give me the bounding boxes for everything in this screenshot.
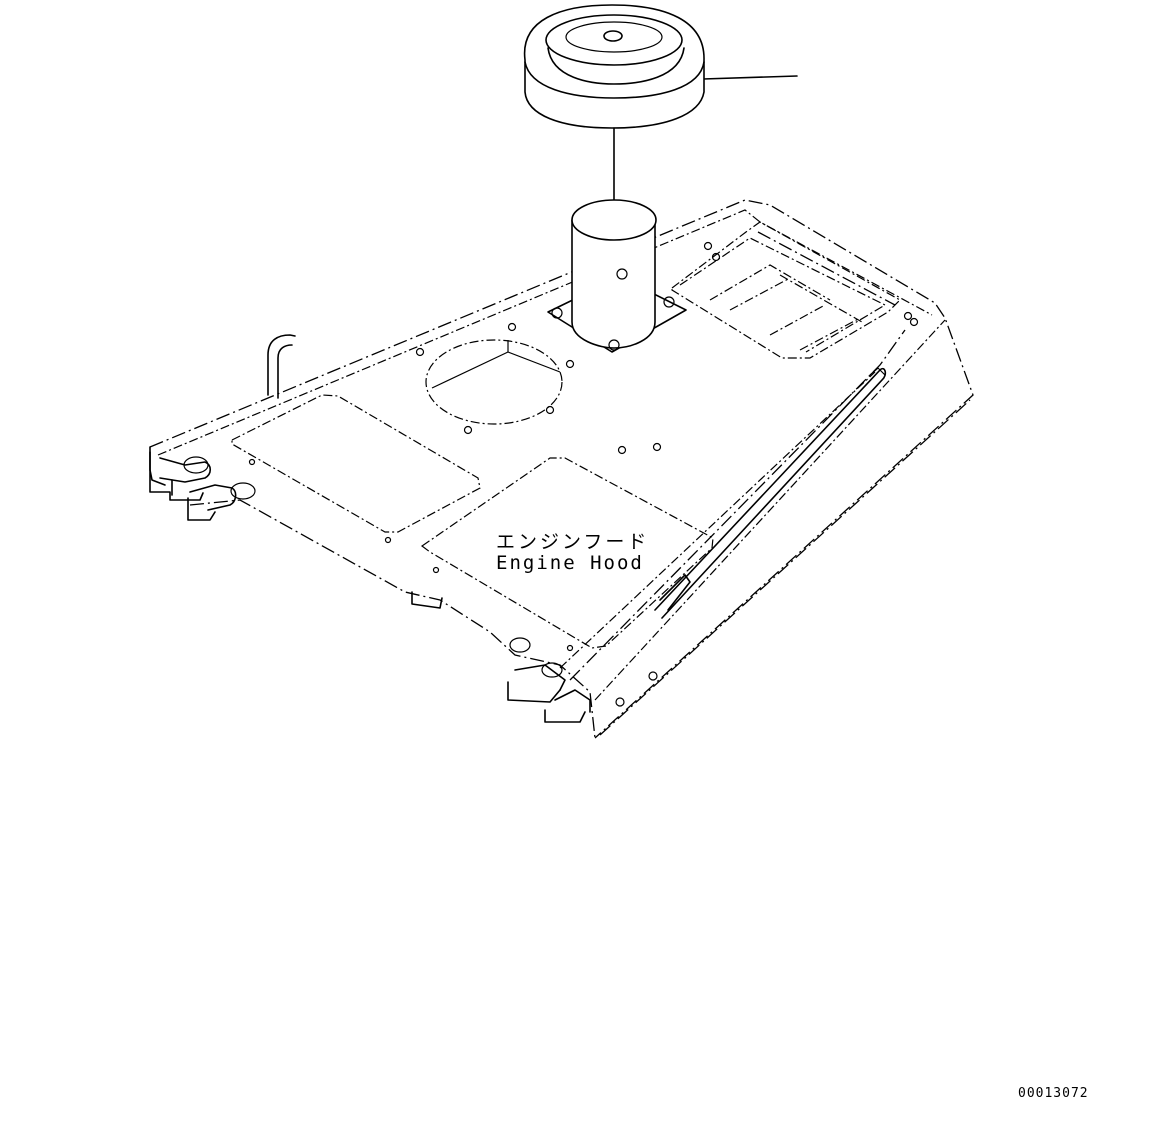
rear-vent-grille	[671, 221, 901, 359]
label-japanese: エンジンフード	[496, 531, 650, 553]
front-hinge-brackets	[507, 637, 591, 723]
left-inspection-panel	[231, 394, 481, 533]
bottom-tab	[411, 591, 443, 609]
front-inspection-panel	[420, 457, 714, 649]
side-rail	[654, 367, 887, 619]
engine-hood-panel	[149, 199, 974, 739]
left-hinge-brackets	[149, 451, 256, 521]
cap-leader-line	[702, 75, 798, 80]
left-handle	[267, 334, 296, 396]
circular-opening	[425, 339, 563, 425]
left-handle-inner	[277, 344, 293, 399]
mounting-holes	[248, 241, 919, 707]
exhaust-pipe	[547, 199, 687, 353]
drawing-number: 00013072	[1018, 1086, 1089, 1101]
label-english: Engine Hood	[496, 552, 644, 574]
muffler-cap	[523, 4, 705, 129]
